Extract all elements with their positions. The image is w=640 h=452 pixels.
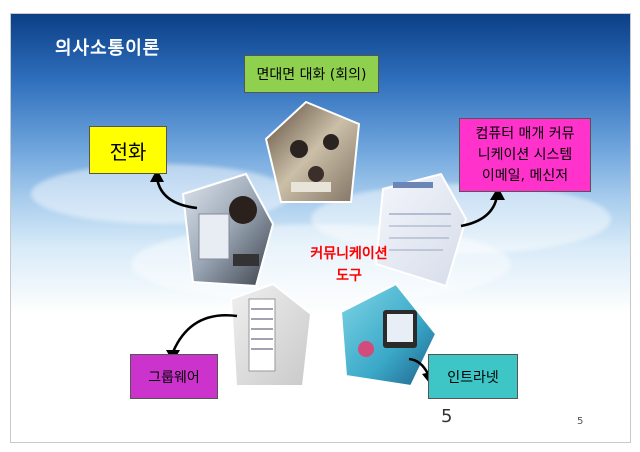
cmc-box: 컴퓨터 매개 커뮤 니케이션 시스템 이메일, 메신저 <box>459 118 591 192</box>
cmc-line-1: 컴퓨터 매개 커뮤 <box>475 125 575 142</box>
hub-label: 커뮤니케이션 도구 <box>301 243 397 287</box>
photo-meeting <box>264 100 361 203</box>
page-number: 5 <box>441 406 453 427</box>
arrow-to-groupware <box>171 314 238 353</box>
hub-label-line-1: 커뮤니케이션 <box>310 246 388 262</box>
intranet-box: 인트라넷 <box>428 354 518 399</box>
cmc-line-2: 니케이션 시스템 <box>477 146 573 163</box>
slide: 의사소통이론 <box>10 13 631 443</box>
photo-groupware-window <box>229 282 313 387</box>
slide-title: 의사소통이론 <box>55 38 161 59</box>
face-to-face-box: 면대면 대화 (회의) <box>244 55 379 93</box>
arrow-to-cmc <box>460 195 499 228</box>
arrow-to-telephone <box>155 177 198 210</box>
diagram-art <box>150 100 505 388</box>
arrow-to-intranet <box>408 357 430 375</box>
telephone-box: 전화 <box>89 126 167 174</box>
hub-label-line-2: 도구 <box>336 268 362 284</box>
page-number-small: 5 <box>577 416 584 427</box>
cmc-line-3: 이메일, 메신저 <box>481 167 569 184</box>
photo-telephone <box>181 172 275 288</box>
photo-email-window <box>374 172 468 288</box>
groupware-box: 그룹웨어 <box>130 354 218 399</box>
photo-intranet <box>339 282 438 388</box>
